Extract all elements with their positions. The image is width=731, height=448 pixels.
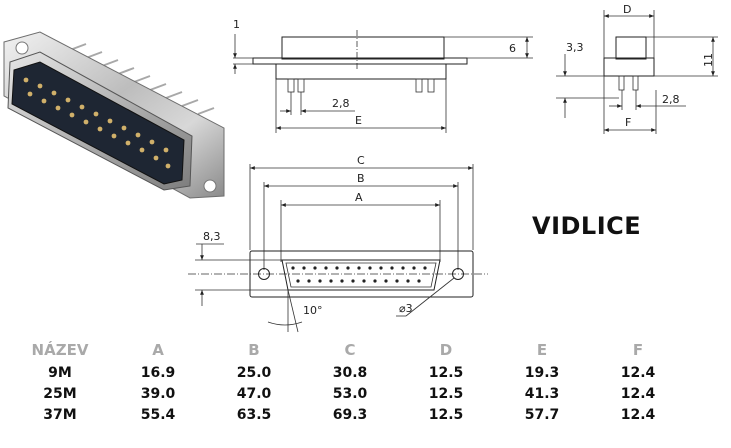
dim-label-8-3: 8,3	[203, 230, 221, 243]
dim-label-e: E	[355, 114, 362, 127]
dim-label-hole: ⌀3	[399, 302, 413, 315]
header-a: A	[152, 341, 164, 359]
page-title: VIDLICE	[532, 212, 642, 240]
dim-label-b: B	[357, 172, 365, 185]
dim-label-angle: 10°	[303, 304, 323, 317]
cell-b: 25.0	[236, 364, 272, 381]
cell-name: 37M	[43, 406, 77, 423]
front-pin-grid	[291, 266, 427, 283]
cell-c: 30.8	[332, 364, 368, 381]
header-c: C	[344, 341, 356, 359]
table-header-row: NÁZEV A B C D E F	[10, 338, 686, 362]
cell-e: 57.7	[524, 406, 560, 423]
flange-hole-left	[15, 41, 29, 55]
cell-e: 19.3	[524, 364, 560, 381]
cell-e: 41.3	[524, 385, 560, 402]
dim-label-2-8-front: 2,8	[332, 97, 350, 110]
cell-d: 12.5	[428, 385, 464, 402]
connector-photo	[3, 31, 225, 199]
table-row: 25M 39.0 47.0 53.0 12.5 41.3 12.4	[10, 383, 686, 404]
cell-name: 9M	[48, 364, 72, 381]
cell-a: 39.0	[140, 385, 176, 402]
table-row: 9M 16.9 25.0 30.8 12.5 19.3 12.4	[10, 362, 686, 383]
dim-label-f: F	[625, 116, 631, 129]
side-view-front	[233, 30, 533, 133]
cell-d: 12.5	[428, 364, 464, 381]
cell-b: 47.0	[236, 385, 272, 402]
flange-hole-right	[203, 179, 217, 193]
cell-name: 25M	[43, 385, 77, 402]
cell-f: 12.4	[620, 364, 656, 381]
cell-a: 55.4	[140, 406, 176, 423]
header-e: E	[536, 341, 548, 359]
cell-f: 12.4	[620, 406, 656, 423]
dim-label-11: 11	[702, 53, 715, 67]
header-d: D	[439, 341, 453, 359]
dim-label-1: 1	[233, 18, 240, 31]
cell-c: 53.0	[332, 385, 368, 402]
cell-a: 16.9	[140, 364, 176, 381]
dim-label-2-8-side: 2,8	[662, 93, 680, 106]
cell-d: 12.5	[428, 406, 464, 423]
dim-label-3-3: 3,3	[566, 41, 584, 54]
cell-f: 12.4	[620, 385, 656, 402]
side-view-profile	[556, 10, 718, 134]
header-nazev: NÁZEV	[31, 341, 89, 359]
dim-label-d: D	[623, 3, 631, 16]
dim-label-a: A	[355, 191, 363, 204]
connector-pin-faces	[23, 77, 171, 169]
dimension-labels: 1 6 2,8 E D 3,3 11 2,8 F C B A 8,3 10° ⌀…	[203, 3, 715, 317]
table-row: 37M 55.4 63.5 69.3 12.5 57.7 12.4	[10, 404, 686, 425]
cell-c: 69.3	[332, 406, 368, 423]
front-view	[188, 164, 488, 333]
dimension-table: NÁZEV A B C D E F 9M 16.9 25.0 30.8 12.5…	[10, 338, 686, 425]
dim-label-c: C	[357, 154, 365, 167]
header-b: B	[248, 341, 260, 359]
dim-label-6: 6	[509, 42, 516, 55]
cell-b: 63.5	[236, 406, 272, 423]
header-f: F	[632, 341, 644, 359]
